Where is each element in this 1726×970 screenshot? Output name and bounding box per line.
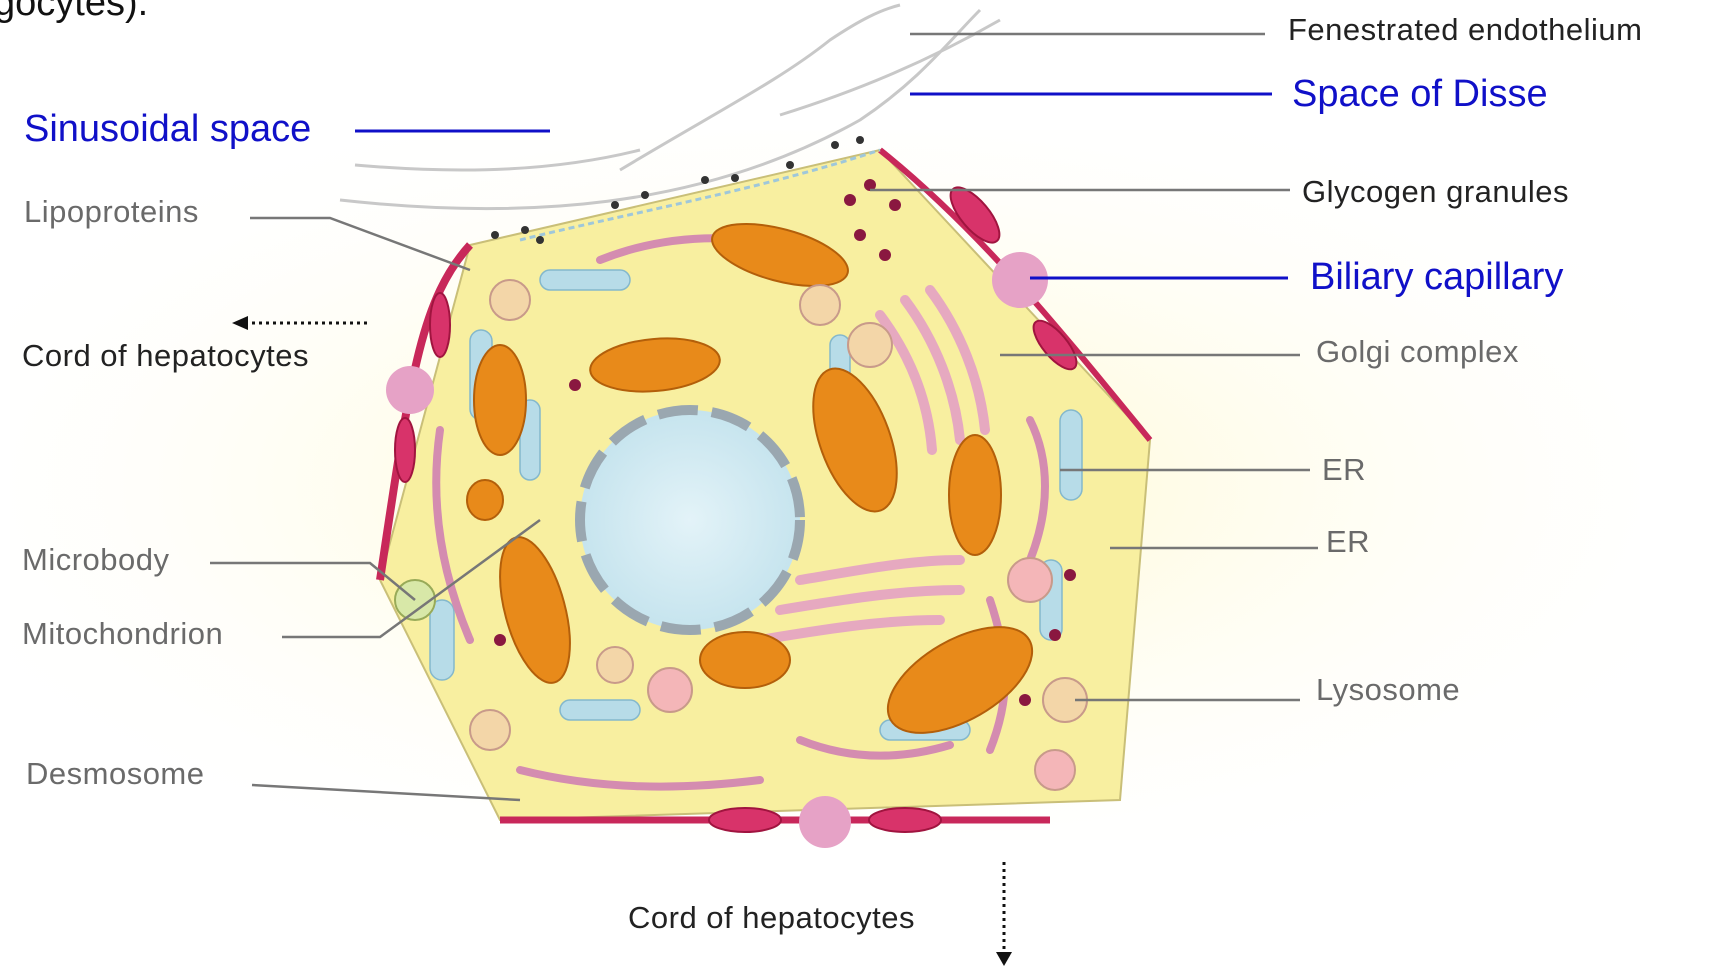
label-fenestrated-endothelium: Fenestrated endothelium — [1288, 14, 1642, 45]
label-lysosome: Lysosome — [1316, 674, 1460, 705]
label-space-of-disse: Space of Disse — [1292, 75, 1548, 113]
label-mitochondrion: Mitochondrion — [22, 618, 223, 649]
label-cord-left: Cord of hepatocytes — [22, 340, 309, 371]
label-sinusoidal-space: Sinusoidal space — [24, 110, 311, 148]
label-biliary-capillary: Biliary capillary — [1310, 258, 1563, 296]
cut-off-heading: gocytes). — [0, 0, 148, 22]
label-glycogen-granules: Glycogen granules — [1302, 176, 1569, 207]
label-cord-bottom: Cord of hepatocytes — [628, 902, 915, 933]
label-microbody: Microbody — [22, 544, 170, 575]
label-golgi-complex: Golgi complex — [1316, 336, 1519, 367]
label-lipoproteins: Lipoproteins — [24, 196, 199, 227]
nucleus — [580, 410, 800, 630]
label-er-2: ER — [1326, 526, 1370, 557]
label-er-1: ER — [1322, 454, 1366, 485]
label-desmosome: Desmosome — [26, 758, 205, 789]
